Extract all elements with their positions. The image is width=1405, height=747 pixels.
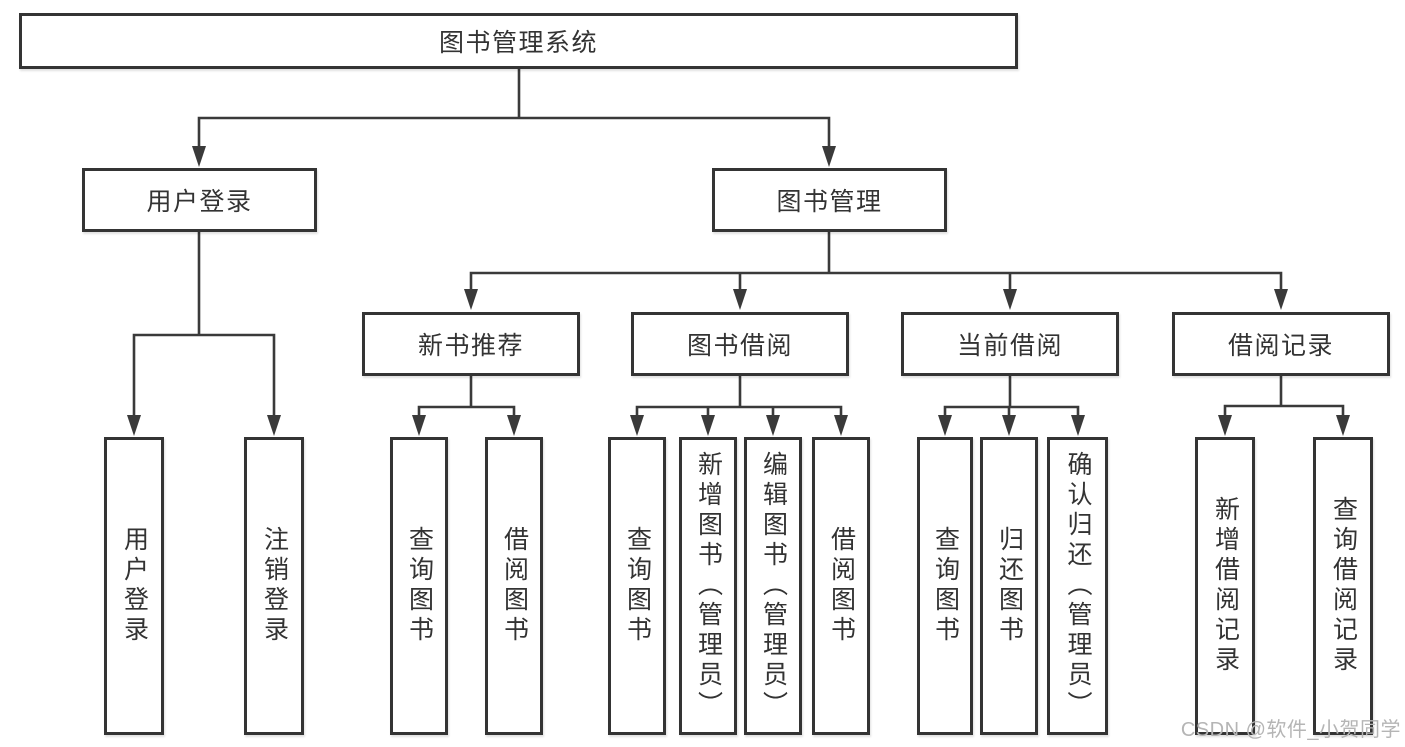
node-label: 当前借阅 (956, 332, 1063, 360)
leaf-label: 查询图书 (405, 526, 434, 646)
node-user-login: 用户登录 (82, 168, 317, 232)
leaf-edit-books-admin: 编辑图书（管理员） (744, 437, 802, 735)
leaf-add-books-admin: 新增图书（管理员） (679, 437, 737, 735)
leaf-return-books: 归还图书 (980, 437, 1038, 735)
leaf-query-books: 查询图书 (390, 437, 448, 735)
leaf-label: 注销登录 (260, 526, 289, 646)
leaf-confirm-return-admin: 确认归还（管理员） (1047, 437, 1108, 735)
leaf-query-borrow-record: 查询借阅记录 (1313, 437, 1373, 735)
connector-new-book (417, 376, 516, 419)
leaf-label: 查询图书 (931, 526, 960, 646)
node-borrowing-records: 借阅记录 (1172, 312, 1390, 376)
connector-user-login (132, 232, 276, 418)
leaf-label: 用户登录 (120, 526, 149, 646)
leaf-add-borrow-record: 新增借阅记录 (1195, 437, 1255, 735)
leaf-borrow-books: 借阅图书 (485, 437, 543, 735)
node-label: 图书管理 (776, 188, 883, 216)
node-book-borrowing: 图书借阅 (631, 312, 849, 376)
leaf-label: 查询借阅记录 (1329, 496, 1358, 676)
node-label: 图书管理系统 (438, 29, 598, 57)
node-label: 借阅记录 (1227, 332, 1334, 360)
node-label: 新书推荐 (417, 332, 524, 360)
node-current-borrowing: 当前借阅 (901, 312, 1119, 376)
node-book-management: 图书管理 (712, 168, 947, 232)
leaf-label: 归还图书 (995, 526, 1024, 646)
node-label: 用户登录 (146, 188, 253, 216)
node-label: 图书借阅 (686, 332, 793, 360)
leaf-borrow-books-2: 借阅图书 (812, 437, 870, 735)
leaf-label: 编辑图书（管理员） (759, 451, 788, 721)
connector-book-borrow (635, 376, 843, 419)
leaf-label: 新增图书（管理员） (694, 451, 723, 721)
leaf-label: 新增借阅记录 (1211, 496, 1240, 676)
node-library-management-system: 图书管理系统 (19, 13, 1018, 69)
leaf-logout-login: 注销登录 (244, 437, 304, 735)
leaf-query-books-2: 查询图书 (608, 437, 666, 735)
leaf-label: 查询图书 (623, 526, 652, 646)
connector-root (197, 69, 831, 150)
connector-borrow-record (1223, 376, 1345, 419)
leaf-label: 确认归还（管理员） (1064, 451, 1092, 721)
leaf-query-books-3: 查询图书 (917, 437, 973, 735)
leaf-user-login: 用户登录 (104, 437, 164, 735)
csdn-watermark: CSDN @软件_小贺同学 (1180, 719, 1401, 741)
node-new-book-recommendation: 新书推荐 (362, 312, 580, 376)
connector-book-management (469, 232, 1283, 291)
connector-current-borrow (943, 376, 1080, 419)
leaf-label: 借阅图书 (827, 526, 856, 646)
leaf-label: 借阅图书 (500, 526, 529, 646)
